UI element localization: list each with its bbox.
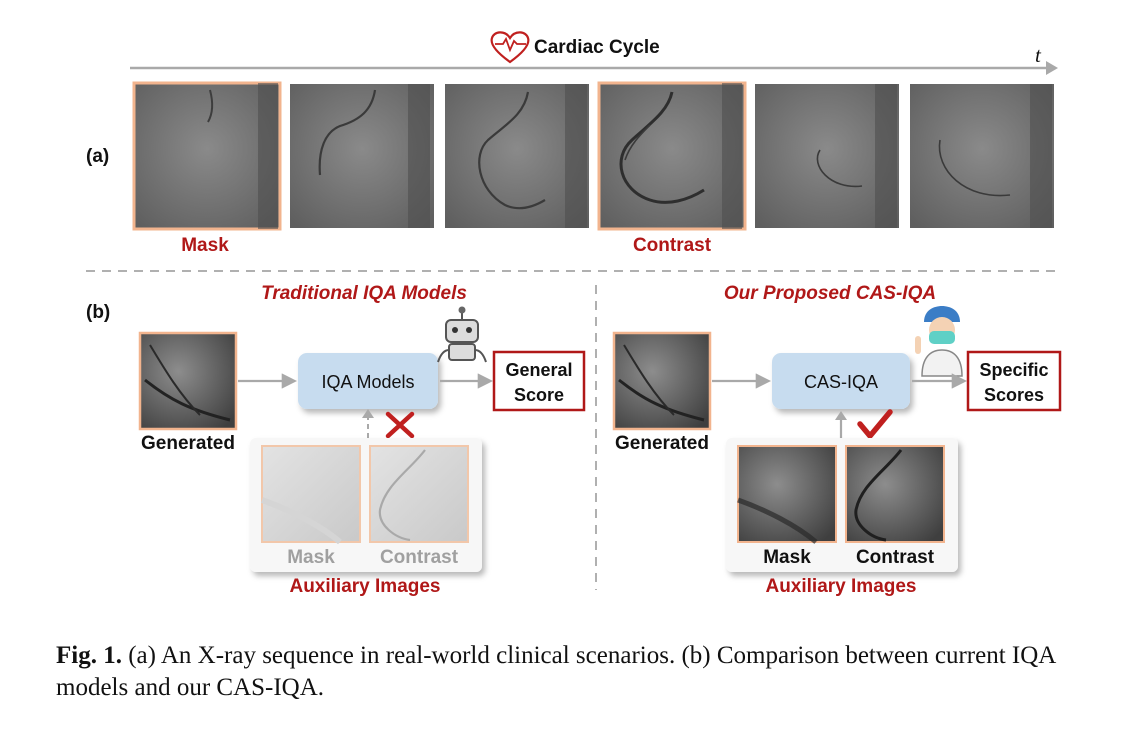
specific-scores-line2: Scores [984,385,1044,405]
heart-icon [490,31,530,64]
aux-contrast-label-proposed: Contrast [856,547,935,568]
aux-title-traditional: Auxiliary Images [289,576,440,597]
cas-iqa-label: CAS-IQA [804,372,878,392]
caption-text: (a) An X-ray sequence in real-world clin… [56,642,1055,701]
xray-frame-6 [910,84,1054,228]
auxiliary-panel-traditional [250,438,482,572]
auxiliary-panel-proposed [726,438,958,572]
iqa-models-label: IQA Models [321,372,414,392]
iqa-models-box [298,353,438,409]
cardiac-cycle-title: Cardiac Cycle [534,37,660,58]
mask-frame-label: Mask [181,235,229,256]
check-icon [857,409,893,439]
cross-icon [385,411,415,439]
xray-frame-1-mask [132,81,282,231]
aux-mask-label-proposed: Mask [763,547,811,568]
generated-label-traditional: Generated [141,433,235,454]
xray-frame-2 [290,84,434,228]
aux-contrast-label-traditional: Contrast [380,547,459,568]
figure-caption: Fig. 1. (a) An X-ray sequence in real-wo… [56,640,1096,704]
dashed-arrow-head [362,409,374,418]
caption-fig-label: Fig. 1. [56,642,122,669]
robot-icon [437,306,487,363]
panel-b-label: (b) [86,302,110,323]
doctor-icon [915,306,963,377]
xray-frame-4-contrast [597,81,747,231]
cas-iqa-box [772,353,910,409]
time-axis-arrowhead [1046,61,1058,75]
contrast-frame-label: Contrast [633,235,712,256]
general-score-box [492,350,586,412]
xray-frame-3 [445,84,589,228]
generated-image-traditional [138,331,238,431]
time-axis-label: t [1035,43,1042,67]
xray-frame-5 [755,84,899,228]
aux-mask-label-traditional: Mask [287,547,335,568]
traditional-title: Traditional IQA Models [261,283,467,304]
panel-a-label: (a) [86,146,109,167]
general-score-line2: Score [514,385,564,405]
arrow-aux-to-cas-head [835,411,847,420]
generated-image-proposed [612,331,712,431]
general-score-line1: General [505,360,572,380]
specific-scores-box [966,350,1062,412]
specific-scores-line1: Specific [979,360,1048,380]
generated-label-proposed: Generated [615,433,709,454]
proposed-title: Our Proposed CAS-IQA [724,283,936,304]
aux-title-proposed: Auxiliary Images [765,576,916,597]
figure-diagram: Cardiac Cycle t (a) Mask Contrast ( [86,31,1062,597]
